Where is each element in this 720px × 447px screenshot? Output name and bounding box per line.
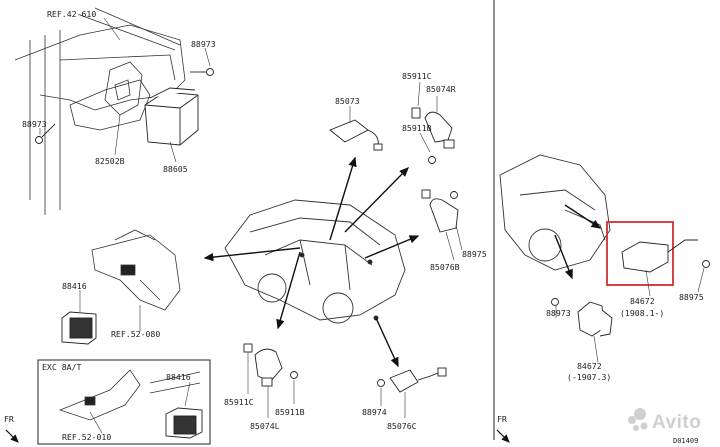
label-85074l: 85074L <box>250 421 280 431</box>
antenna-85073 <box>329 119 383 151</box>
label-fr-left: FR <box>4 414 14 424</box>
watermark: Avito <box>628 408 701 433</box>
watermark-dot-1 <box>628 416 636 424</box>
watermark-dot-4 <box>640 422 648 430</box>
label-85911b-bottom: 85911B <box>275 407 305 417</box>
frame <box>37 0 495 445</box>
bolts-top-left <box>35 68 214 144</box>
label-ref-52-010: REF.52-010 <box>62 432 111 442</box>
watermark-dot-2 <box>634 408 646 420</box>
label-88975-center: 88975 <box>462 249 487 259</box>
label-88975-right: 88975 <box>679 292 704 302</box>
leader-lines <box>39 17 705 434</box>
fr-arrow-right <box>496 429 510 443</box>
label-exc-8at: EXC 8A/T <box>42 362 82 372</box>
vehicle-front-drawing <box>499 154 611 271</box>
antenna-85076c <box>377 367 447 393</box>
label-88973-left: 88973 <box>22 119 47 129</box>
label-84672-lower: 84672 <box>577 361 602 371</box>
label-85074r: 85074R <box>426 84 456 94</box>
drawing-code: D01409 <box>673 437 698 445</box>
label-85076b: 85076B <box>430 262 460 272</box>
exc-inset-drawing <box>58 369 201 421</box>
bolts-right <box>551 260 710 306</box>
label-88973-top: 88973 <box>191 39 216 49</box>
label-84672-upper-date: (1908.1-) <box>620 308 664 318</box>
watermark-dot-3 <box>633 425 639 431</box>
label-84672-lower-date: (-1907.3) <box>567 372 611 382</box>
label-88974: 88974 <box>362 407 387 417</box>
label-88416-upper: 88416 <box>62 281 87 291</box>
label-85911c-top: 85911C <box>402 71 432 81</box>
label-88605: 88605 <box>163 164 188 174</box>
console-panel-drawing <box>91 229 181 311</box>
antenna-85076b <box>421 189 459 233</box>
harness-85074r <box>411 107 455 164</box>
harness-85074l <box>243 343 298 387</box>
switch-88416-lower <box>165 407 203 439</box>
part-labels: REF.42-610 88973 88973 82502B 88605 8507… <box>4 9 704 445</box>
label-ref-42-610: REF.42-610 <box>47 9 96 19</box>
panel-assembly-drawing <box>14 7 186 215</box>
sensor-box-highlight <box>606 221 698 286</box>
label-84672-upper: 84672 <box>630 296 655 306</box>
ecu-88605 <box>144 87 199 146</box>
label-82502b: 82502B <box>95 156 125 166</box>
label-88973-right: 88973 <box>546 308 571 318</box>
pointer-arrows-right <box>554 204 602 280</box>
vehicle-drawing <box>224 199 406 324</box>
label-fr-right: FR <box>497 414 507 424</box>
watermark-text: Avito <box>652 412 701 433</box>
sensor-84672-lower <box>577 301 613 337</box>
label-85911c-bottom: 85911C <box>224 397 254 407</box>
label-85911b-top: 85911B <box>402 123 432 133</box>
pointer-arrows-center <box>203 156 420 368</box>
label-ref-52-080: REF.52-080 <box>111 329 160 339</box>
fr-arrow-left <box>5 429 19 443</box>
label-85073: 85073 <box>335 96 360 106</box>
switch-88416-upper <box>61 311 97 345</box>
label-85076c: 85076C <box>387 421 417 431</box>
label-88416-lower: 88416 <box>166 372 191 382</box>
